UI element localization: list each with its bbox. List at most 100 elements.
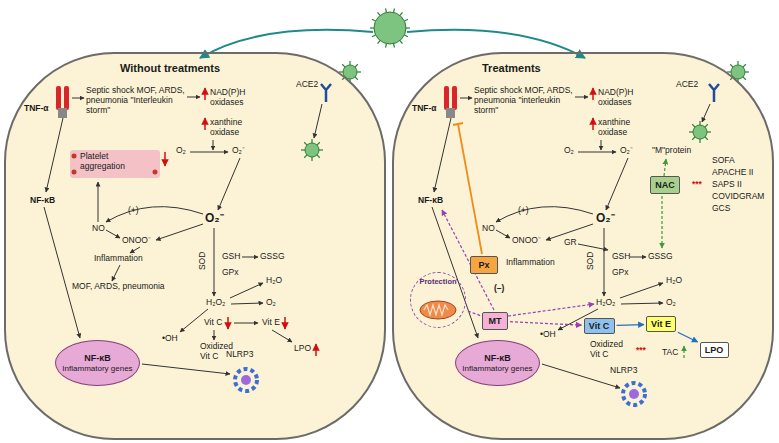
virus-spike xyxy=(311,139,312,143)
reaction-arrow xyxy=(142,364,230,374)
reaction-arrow xyxy=(230,283,263,298)
reaction-arrow xyxy=(496,207,593,222)
molecule-label: NF-κB xyxy=(30,196,55,206)
molecule-label: SOD xyxy=(586,252,596,270)
molecule-label: Platelet aggregation xyxy=(80,152,140,172)
change-arrow xyxy=(227,317,229,329)
ace2-receptor xyxy=(709,84,719,102)
treatment-box: Px xyxy=(470,256,498,274)
reaction-arrow xyxy=(231,303,263,304)
reaction-arrow xyxy=(112,265,120,281)
reaction-arrow xyxy=(606,158,628,210)
node-label: Px xyxy=(478,260,489,270)
virus-spike xyxy=(355,64,358,67)
virus-spike xyxy=(689,131,693,132)
molecule-label: GSSG xyxy=(260,252,285,262)
reaction-arrow xyxy=(434,118,451,192)
molecule-label: O₂⁻ xyxy=(596,212,615,226)
nac-dashed-arrow xyxy=(661,196,662,248)
virus-spike xyxy=(737,79,738,83)
virus-particle xyxy=(693,125,707,139)
molecule-label: SOD xyxy=(198,252,208,270)
mt-dashed-arrow xyxy=(442,210,594,316)
node-label: NAC xyxy=(655,180,675,190)
node-text-group: Vit E xyxy=(651,319,671,329)
molecule-label: H₂O₂ xyxy=(596,298,615,308)
virus-spike xyxy=(317,142,320,145)
significance-mark: *** xyxy=(636,346,646,356)
molecule-label: GPx xyxy=(222,268,239,278)
molecule-label: ACE2 xyxy=(296,80,318,90)
node-label: Vit E xyxy=(651,319,671,329)
reaction-arrow xyxy=(460,98,472,99)
molecule-label: ONOO⁻ xyxy=(512,236,541,246)
reaction-arrow xyxy=(621,303,663,304)
nlrp3-inflammasome xyxy=(241,375,251,385)
reaction-arrow xyxy=(578,244,608,250)
virus-spike xyxy=(385,44,387,48)
reaction-arrow xyxy=(130,247,140,253)
molecule-label: Vit C xyxy=(204,318,222,328)
reaction-arrow xyxy=(601,140,602,150)
change-arrow xyxy=(164,152,166,166)
virus-particle xyxy=(305,143,319,157)
molecule-label: GCS xyxy=(712,204,730,214)
virus-spike xyxy=(730,77,733,80)
molecule-label: O₂⁻ xyxy=(205,212,224,226)
change-arrow xyxy=(592,88,594,100)
virus-spike xyxy=(342,64,345,67)
virus-spike xyxy=(400,41,402,44)
molecule-label: Septic shock MOF, ARDS, pneumonia "inter… xyxy=(474,86,574,115)
change-arrow xyxy=(592,118,594,130)
reaction-arrow xyxy=(314,104,322,138)
protection-circle: Protection xyxy=(410,272,466,328)
virus-particle xyxy=(731,65,745,79)
mitochondrion xyxy=(420,301,456,319)
molecule-label: O₂⁻ xyxy=(232,146,245,156)
significance-mark: *** xyxy=(692,180,702,190)
molecule-label: •OH xyxy=(540,330,556,340)
nlrp3-inflammasome xyxy=(629,389,639,399)
virus-spike xyxy=(372,35,376,37)
virus-spike xyxy=(342,77,345,80)
molecule-label: NAD(P)H oxidases xyxy=(210,88,260,108)
connector xyxy=(468,311,480,316)
node-label: Inflammatory genes xyxy=(462,364,532,373)
virus-spike xyxy=(378,41,380,44)
tnf-receptor xyxy=(64,86,69,110)
treatment-box: MT xyxy=(482,312,508,330)
connector xyxy=(678,332,698,342)
reaction-arrow xyxy=(46,118,63,192)
node-text-group: Without treatments xyxy=(120,62,220,75)
cell-panel: NF-κBInflammatory genes Without treatment… xyxy=(4,52,386,440)
molecule-label: LPO xyxy=(294,344,311,354)
connector xyxy=(616,324,644,326)
virus-particle xyxy=(305,12,745,157)
reaction-arrow xyxy=(575,97,588,98)
cell-fill xyxy=(4,52,386,440)
node-label: NF-κB xyxy=(62,353,132,363)
virus-spike xyxy=(743,77,746,80)
virus-spike xyxy=(705,137,708,140)
molecule-label: xanthine oxidase xyxy=(210,118,260,138)
virus-spikes xyxy=(301,9,749,161)
reaction-arrow xyxy=(190,152,228,153)
molecule-label: NO xyxy=(92,224,105,234)
virus-spike xyxy=(304,155,307,158)
molecule-label: O₂ xyxy=(666,298,676,308)
reaction-arrow xyxy=(218,158,240,210)
mt-dashed-arrow xyxy=(508,304,594,316)
lpo-box: LPO xyxy=(700,342,729,358)
virus-spike xyxy=(370,27,374,28)
virus-spike xyxy=(692,137,695,140)
reaction-arrow xyxy=(242,257,258,258)
tnf-receptor xyxy=(452,86,457,110)
virus-particle xyxy=(343,65,357,79)
cell-panel: NF-κBInflammatory genesPxNACMTVit CVit E… xyxy=(392,52,774,440)
reaction-arrow xyxy=(213,140,214,150)
nucleus: NF-κBInflammatory genes xyxy=(55,340,140,386)
molecule-label: •OH xyxy=(162,334,178,344)
virus-spike xyxy=(357,71,361,72)
molecule-label: NLRP3 xyxy=(610,366,637,376)
molecule-label: Oxidized Vit C xyxy=(590,340,630,360)
